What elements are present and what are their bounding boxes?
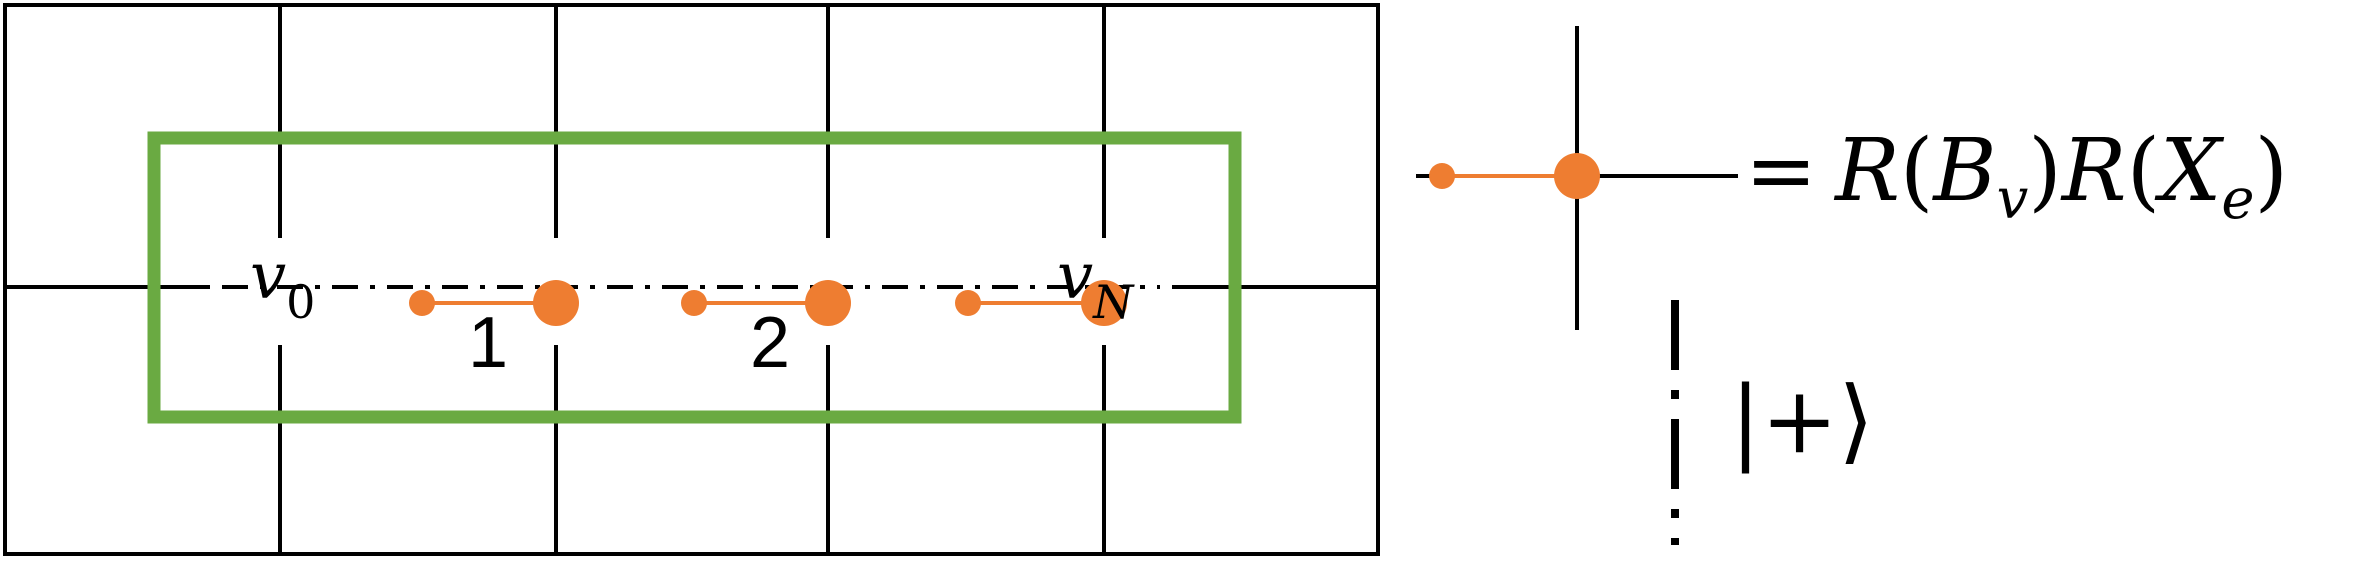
gate-equation: =R(Bv)R(Xe) (1745, 121, 2288, 232)
gate-large-dot (533, 280, 579, 326)
vertex-label-end: vN (1057, 240, 1135, 329)
vertex-label-start: v0 (250, 240, 315, 329)
gate-small-dot (409, 290, 435, 316)
gate-small-dot (681, 290, 707, 316)
gate-small-dot (955, 290, 981, 316)
gate-symbol (955, 280, 1127, 326)
segment-label-1: 1 (468, 303, 508, 383)
legend-gate (1416, 26, 1738, 330)
plus-state-label: |+⟩ (1730, 367, 1874, 474)
legend-large-dot (1554, 153, 1600, 199)
gate-large-dot (1081, 280, 1127, 326)
gate-marks (409, 280, 1127, 326)
gate-large-dot (805, 280, 851, 326)
legend-small-dot (1429, 163, 1455, 189)
region-boundary (147, 131, 1242, 424)
lattice-outer-border (3, 3, 1380, 556)
lattice-grid (3, 3, 1380, 556)
gate-symbol (681, 280, 851, 326)
gate-symbol (409, 280, 579, 326)
segment-label-2: 2 (750, 303, 790, 383)
